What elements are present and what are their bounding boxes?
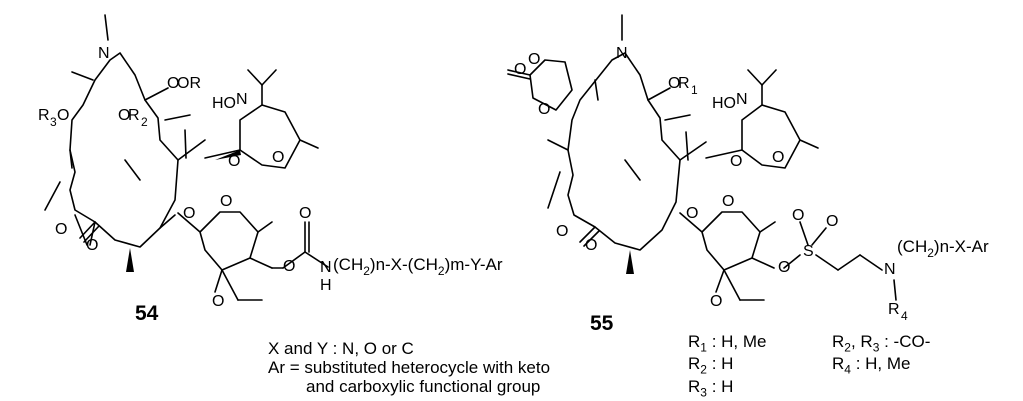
svg-text:O: O: [778, 259, 790, 276]
svg-text:2: 2: [141, 115, 148, 129]
svg-text:O: O: [686, 205, 698, 222]
svg-text:O: O: [556, 223, 568, 240]
svg-text:O: O: [57, 107, 69, 124]
svg-text:R: R: [38, 107, 50, 124]
svg-text:O: O: [228, 153, 240, 170]
svg-text:O: O: [772, 149, 784, 166]
r1-definition: R1 : H, Me: [688, 332, 767, 355]
ho-label: HO: [212, 95, 236, 112]
note-x-y: X and Y : N, O or C: [268, 339, 414, 358]
compound-55-structure: N O O O O R 1 N HO O O O O O O O O S O O…: [507, 14, 989, 323]
svg-text:O: O: [55, 221, 67, 238]
chain-54-label: (CH2)n-X-(CH2)m-Y-Ar: [333, 255, 503, 278]
chain-55-label: (CH2)n-X-Ar: [897, 237, 989, 260]
svg-text:HO: HO: [712, 95, 736, 112]
svg-text:N: N: [736, 91, 748, 108]
svg-text:N: N: [98, 45, 110, 62]
compound-55-number: 55: [590, 312, 614, 335]
svg-text:R: R: [128, 107, 140, 124]
or1-label: OR: [177, 75, 201, 92]
svg-text:O: O: [668, 75, 680, 92]
note-ar-cont: and carboxylic functional group: [306, 377, 541, 396]
r2-r3-definition: R2, R3 : -CO-: [832, 332, 931, 355]
svg-text:O: O: [272, 149, 284, 166]
svg-text:N: N: [236, 91, 248, 108]
svg-text:O: O: [722, 193, 734, 210]
svg-text:O: O: [826, 213, 838, 230]
svg-text:O: O: [730, 153, 742, 170]
svg-text:O: O: [585, 237, 597, 254]
note-ar: Ar = substituted heterocycle with keto: [268, 358, 551, 377]
r4-definition: R4 : H, Me: [832, 354, 911, 377]
compound-54-structure: N O OR R 3 O O R 2 N HO O O O O O O O O …: [38, 14, 503, 310]
svg-text:O: O: [212, 293, 224, 310]
compound-54-number: 54: [135, 302, 159, 325]
svg-text:R: R: [678, 75, 690, 92]
svg-text:4: 4: [901, 309, 908, 323]
r3-definition: R3 : H: [688, 377, 734, 400]
svg-text:3: 3: [50, 115, 57, 129]
nh-h-label: H: [320, 277, 332, 294]
r2-definition: R2 : H: [688, 354, 734, 377]
svg-text:O: O: [283, 258, 295, 275]
svg-text:O: O: [538, 101, 550, 118]
svg-text:O: O: [167, 75, 179, 92]
svg-text:O: O: [299, 205, 311, 222]
svg-text:O: O: [792, 207, 804, 224]
svg-text:S: S: [803, 243, 814, 260]
svg-text:O: O: [118, 107, 130, 124]
svg-text:O: O: [514, 61, 526, 78]
svg-text:O: O: [86, 237, 98, 254]
svg-text:N: N: [884, 261, 896, 278]
svg-text:O: O: [183, 205, 195, 222]
svg-text:O: O: [528, 51, 540, 68]
svg-text:1: 1: [691, 83, 698, 97]
nh-n-label: N: [320, 259, 332, 276]
svg-text:R: R: [888, 301, 900, 318]
svg-text:O: O: [710, 293, 722, 310]
svg-text:N: N: [616, 45, 628, 62]
svg-text:O: O: [220, 193, 232, 210]
